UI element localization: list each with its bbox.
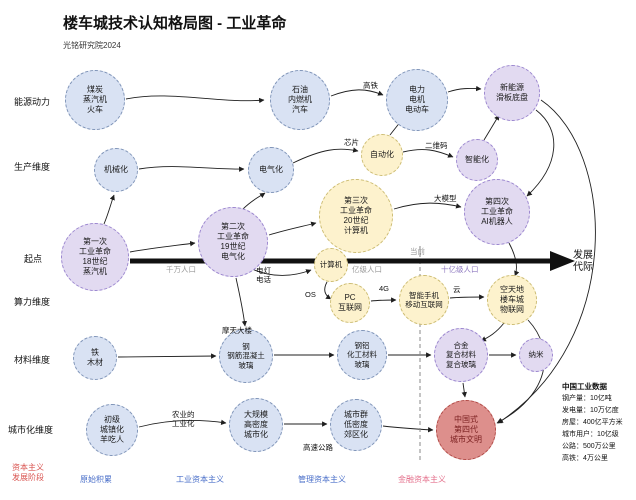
edge-label-large-model: 大模型 [434, 194, 457, 203]
node-sky-ground-iot: 空天地 楼车城 物联网 [487, 275, 537, 325]
data-line-high-speed-rail: 高铁：4万公里 [562, 455, 608, 462]
row-label-energy: 能源动力 [14, 97, 51, 107]
edge-label-qr-code: 二维码 [425, 141, 448, 150]
node-city-cluster-suburbanization: 城市群 低密度 郊区化 [330, 399, 382, 451]
node-electrification: 电气化 [248, 147, 294, 193]
axis-label-ten-million-population: 千万人口 [166, 265, 196, 274]
node-smartphone-mobile-internet: 智能手机 移动互联网 [399, 275, 449, 325]
edge-label-cloud: 云 [453, 285, 461, 294]
node-nano: 纳米 [519, 338, 553, 372]
era-financial-capitalism: 金融资本主义 [398, 475, 446, 484]
edge-label-high-speed-rail: 高铁 [363, 81, 378, 90]
node-chinese-fourth-gen-city: 中国式 第四代 城市文明 [436, 400, 496, 460]
row-label-origin: 起点 [24, 254, 43, 264]
node-mass-urbanization: 大规模 高密度 城市化 [229, 398, 283, 452]
axis-label-billion-population: 十亿级人口 [441, 265, 479, 274]
node-second-industrial-revolution: 第二次 工业革命 19世纪 电气化 [198, 207, 268, 277]
data-line-roads: 公路：500万公里 [562, 443, 616, 450]
edge-label-skyscraper: 摩天大楼 [222, 326, 252, 335]
data-line-electricity: 发电量：10万亿度 [562, 407, 619, 414]
row-label-materials: 材料维度 [14, 355, 51, 365]
node-mechanization: 机械化 [94, 148, 138, 192]
row-label-urbanization: 城市化维度 [8, 425, 54, 435]
node-third-industrial-revolution: 第三次 工业革命 20世纪 计算机 [319, 179, 393, 253]
node-electric-motor-ev: 电力 电机 电动车 [386, 69, 448, 131]
data-line-housing: 房屋：400亿平方米 [562, 419, 623, 426]
china-industrial-data-block: 中国工业数据 钢产量：10亿吨 发电量：10万亿度 房屋：400亿平方米 城市用… [562, 381, 623, 465]
row-label-production: 生产维度 [14, 162, 51, 172]
data-line-urban-users: 城市用户：10亿级 [562, 431, 619, 438]
edge-label-highway: 高速公路 [303, 443, 333, 452]
data-line-steel: 钢产量：10亿吨 [562, 395, 612, 402]
edge-label-os: OS [305, 290, 316, 299]
edge-label-4g: 4G [379, 284, 390, 293]
node-intelligentization: 智能化 [456, 139, 498, 181]
page-title: 楼车城技术认知格局图 - 工业革命 [63, 15, 287, 32]
data-block-title: 中国工业数据 [562, 382, 607, 391]
era-managerial-capitalism: 管理资本主义 [298, 475, 346, 484]
node-alloy-composite-glass: 合金 复合材料 复合玻璃 [434, 328, 488, 382]
node-iron-wood: 铁 木材 [73, 336, 117, 380]
node-steel-concrete-glass: 钢 钢筋混凝土 玻璃 [219, 329, 273, 383]
page-subtitle: 光铭研究院2024 [63, 41, 121, 50]
edge-label-electric-light-phone: 电灯 电话 [256, 266, 271, 284]
capitalism-stage-label: 资本主义 发展阶段 [12, 463, 44, 483]
node-first-industrial-revolution: 第一次 工业革命 18世纪 蒸汽机 [61, 223, 129, 291]
era-primitive-accumulation: 原始积累 [80, 475, 112, 484]
node-automation: 自动化 [361, 134, 403, 176]
axis-label-development-generation: 发展 代际 [573, 250, 593, 273]
edge-label-chip: 芯片 [344, 138, 359, 147]
node-steel-aluminum-chem-glass: 钢铝 化工材料 玻璃 [337, 330, 387, 380]
axis-label-hundred-million-population: 亿级人口 [352, 265, 382, 274]
node-computer: 计算机 [314, 248, 348, 282]
node-primary-urbanization: 初级 城镇化 羊吃人 [86, 404, 138, 456]
node-oil-ice-car: 石油 内燃机 汽车 [270, 70, 330, 130]
edge-label-agri-industrialization: 农业的 工业化 [172, 410, 195, 428]
axis-label-current: 当前 [410, 247, 425, 256]
row-label-computing: 算力维度 [14, 297, 51, 307]
node-coal-steam-train: 煤炭 蒸汽机 火车 [65, 70, 125, 130]
node-pc-internet: PC 互联网 [330, 283, 370, 323]
era-industrial-capitalism: 工业资本主义 [176, 475, 224, 484]
node-new-energy-chassis: 新能源 滑板底盘 [484, 65, 540, 121]
node-fourth-industrial-revolution: 第四次 工业革命 AI机器人 [464, 179, 530, 245]
